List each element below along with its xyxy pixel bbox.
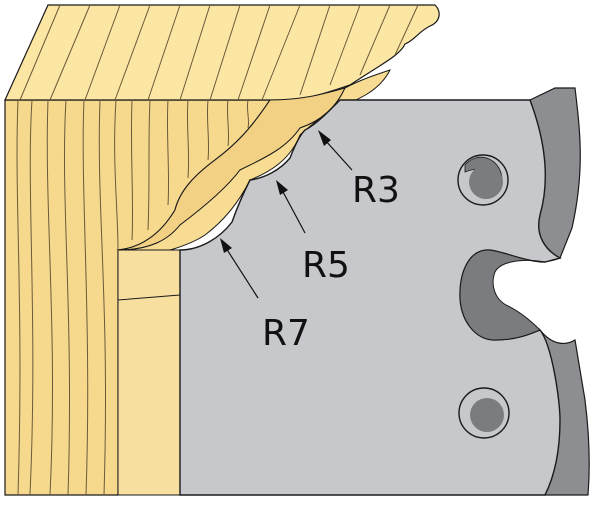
arrowhead-r5: [276, 180, 288, 195]
arrowhead-r3: [318, 130, 331, 146]
wood-side-recess: [117, 249, 181, 496]
cutter-knife: [179, 87, 590, 496]
label-r7: R7: [262, 313, 310, 354]
lower-hole: [458, 387, 510, 439]
label-r5: R5: [302, 245, 350, 286]
wood-grain: [16, 4, 419, 496]
arrowhead-r7: [220, 238, 232, 253]
label-r3: R3: [352, 170, 400, 211]
wood-side-step: [117, 250, 181, 301]
upper-hole: [457, 154, 509, 206]
wood-moulding: [4, 4, 440, 496]
cutter-notch: [459, 249, 546, 341]
callout-r3: R3: [318, 130, 400, 211]
callout-r7: R7: [220, 238, 310, 354]
callout-r5: R5: [276, 180, 350, 286]
radius-callouts: R3 R5 R7: [220, 130, 400, 354]
